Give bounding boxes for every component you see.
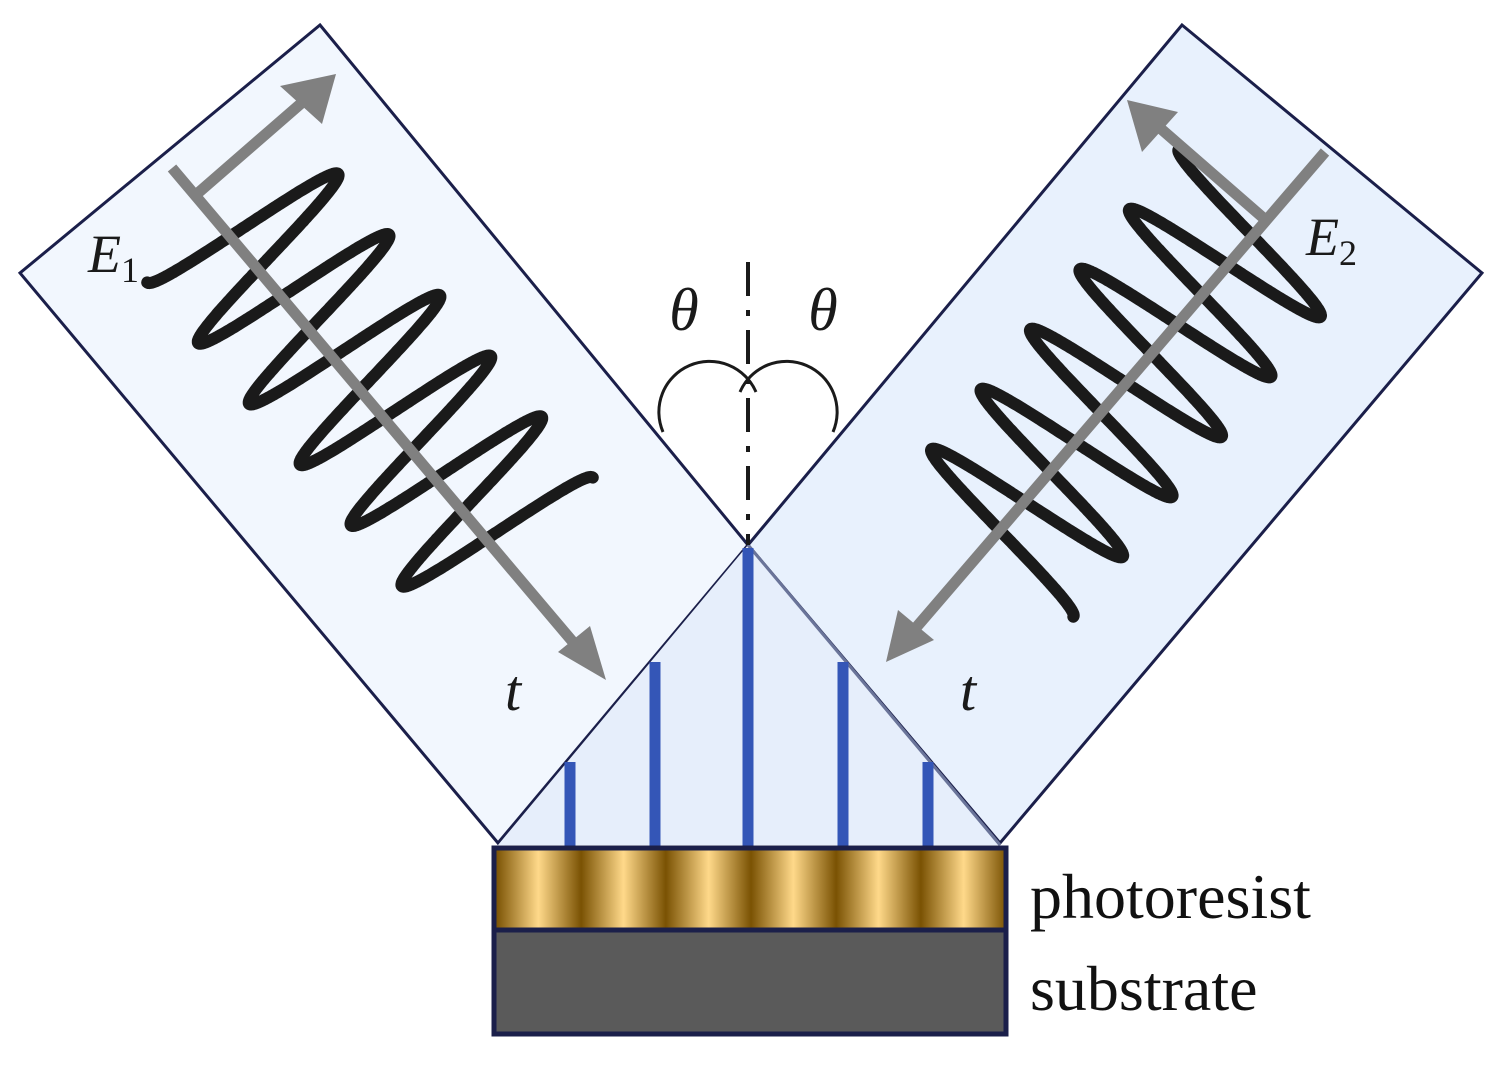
field-label-e2: E2 xyxy=(1305,207,1357,273)
photoresist-label: photoresist xyxy=(1030,861,1311,932)
interference-region-edge xyxy=(746,544,1002,846)
substrate-label: substrate xyxy=(1030,953,1258,1024)
photoresist-layer xyxy=(491,845,1009,933)
fringe-lines xyxy=(564,548,934,847)
left-polarization-arrow xyxy=(194,74,336,198)
left-wave-packet xyxy=(141,167,599,593)
time-label-right: t xyxy=(960,658,978,723)
right-polarization-arrow xyxy=(1127,100,1272,227)
left-propagation-arrow xyxy=(167,164,606,680)
angle-arc-right xyxy=(738,359,839,433)
angle-arc-left xyxy=(657,359,758,433)
time-label-left: t xyxy=(505,658,523,723)
substrate-layer xyxy=(491,927,1009,1037)
right-propagation-arrow xyxy=(886,148,1330,662)
wave-curve xyxy=(141,167,599,593)
angle-label-left: θ xyxy=(669,277,698,343)
field-label-e1: E1 xyxy=(87,224,139,290)
angle-label-right: θ xyxy=(808,277,837,343)
